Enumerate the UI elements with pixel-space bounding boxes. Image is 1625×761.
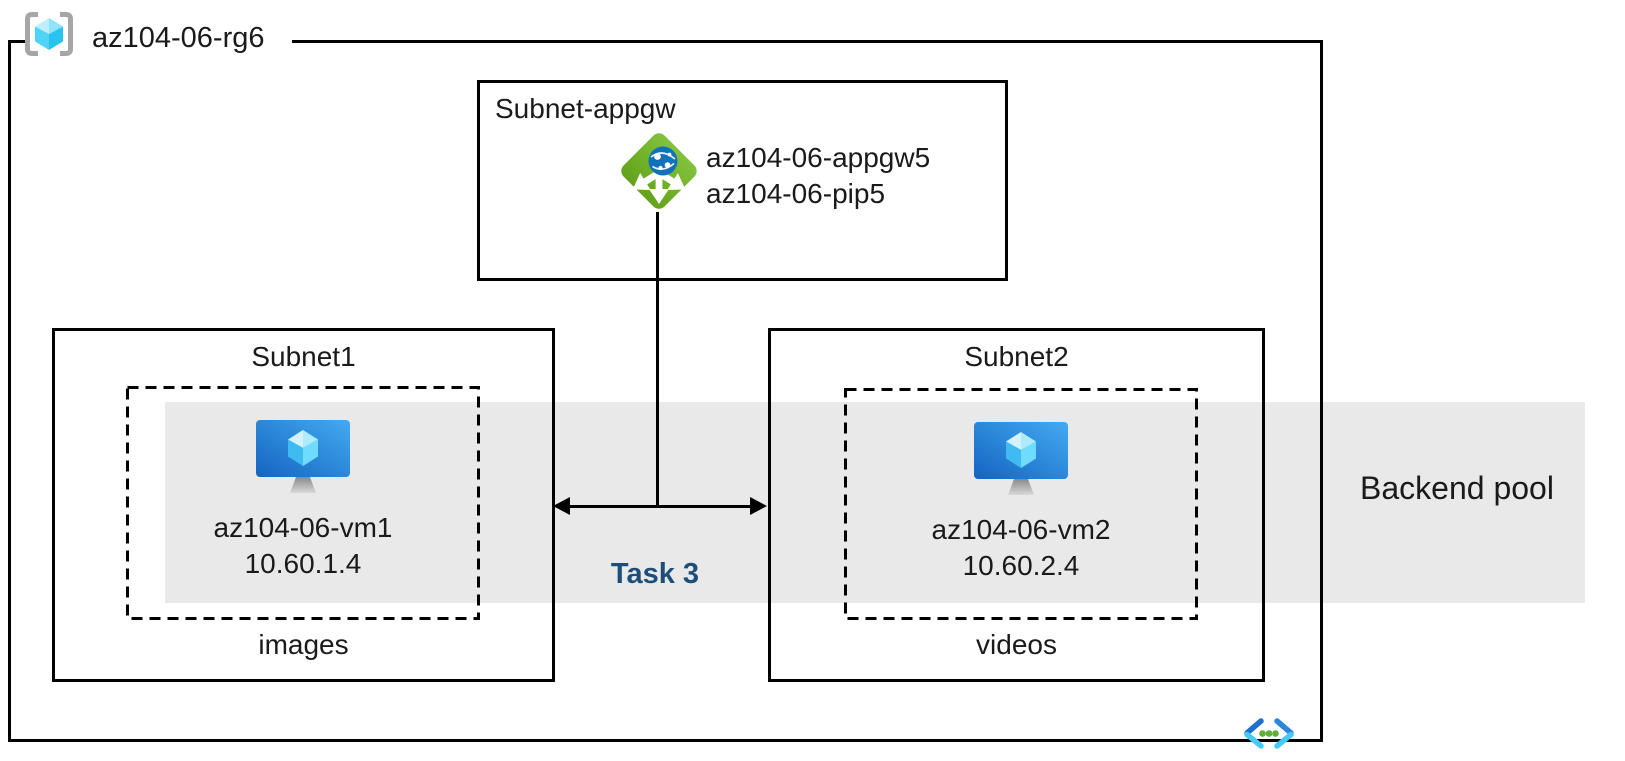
vm-ip-label: 10.60.2.4 (962, 550, 1080, 581)
backend-pool-label: Backend pool (1360, 470, 1554, 506)
subnet1-box: Subnet1 (52, 328, 555, 682)
subnet2-app-label: videos (976, 629, 1057, 660)
virtual-machine-icon (974, 422, 1068, 495)
resource-group-box (8, 40, 1323, 742)
arrowhead-right-icon (750, 497, 767, 515)
virtual-machine-icon (256, 420, 350, 493)
vm-ip-label: 10.60.1.4 (244, 548, 362, 579)
virtual-network-icon (1244, 718, 1294, 749)
task-label: Task 3 (610, 558, 700, 590)
application-gateway-icon (621, 133, 697, 209)
subnet2-vm-group: az104-06-vm2 10.60.2.4 (844, 388, 1198, 620)
subnet1-app-label: images (258, 629, 349, 660)
resource-group-icon (25, 12, 73, 56)
arrowhead-left-icon (553, 497, 570, 515)
subnet1-vm-group: az104-06-vm1 10.60.1.4 (126, 386, 480, 620)
vm-name-label: az104-06-vm1 (213, 512, 393, 543)
backend-arrow-shaft (562, 505, 758, 508)
pip-name-label: az104-06-pip5 (706, 178, 886, 209)
vm-name-label: az104-06-vm2 (931, 514, 1111, 545)
appgw-subnet-box: Subnet-appgw (477, 80, 1008, 281)
appgw-name-label: az104-06-appgw5 (706, 142, 931, 173)
subnet1-title: Subnet1 (251, 341, 356, 372)
resource-group-label-backplate (26, 32, 292, 50)
connector-line (656, 212, 659, 506)
subnet2-title: Subnet2 (964, 341, 1069, 372)
appgw-labels: az104-06-appgw5 az104-06-pip5 (706, 140, 930, 212)
subnet2-box: Subnet2 (768, 328, 1265, 682)
dashed-border (844, 388, 1198, 620)
dashed-border (126, 386, 480, 620)
backend-pool-band (165, 402, 1585, 603)
appgw-subnet-title: Subnet-appgw (495, 93, 676, 124)
resource-group-label: az104-06-rg6 (92, 22, 265, 54)
